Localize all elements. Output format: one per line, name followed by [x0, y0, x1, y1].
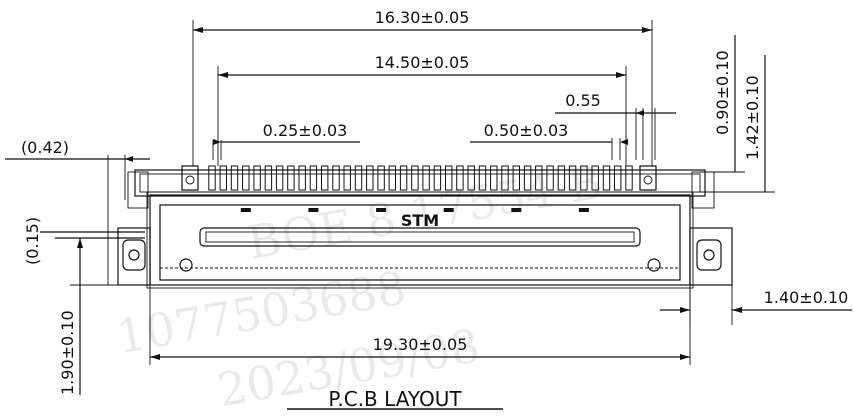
signal-pad — [242, 165, 250, 191]
pad-terminal — [511, 208, 522, 212]
signal-pad — [354, 165, 363, 191]
pad-terminal — [308, 208, 319, 212]
signal-pad — [332, 165, 340, 191]
signal-pad — [366, 165, 374, 191]
alignment-hole-right — [647, 258, 661, 272]
dim-pad-width: 0.25±0.03 — [212, 121, 360, 160]
signal-pad — [557, 165, 566, 191]
signal-pad — [219, 165, 228, 191]
signal-pad — [309, 165, 318, 191]
right-side-label: 1.40±0.10 — [764, 288, 849, 307]
pad-terminals — [240, 208, 589, 212]
pad-terminal — [240, 208, 251, 212]
dim-inner-width: 14.50±0.05 — [217, 53, 627, 166]
signal-pad — [478, 165, 487, 191]
signal-pad — [580, 165, 588, 191]
signal-pad — [411, 165, 419, 191]
dim-pitch: 0.50±0.03 — [470, 121, 628, 160]
end-pad-right — [639, 165, 657, 191]
left-offset-label: (0.42) — [21, 138, 69, 157]
signal-pad — [343, 165, 351, 191]
signal-pad — [535, 165, 543, 191]
signal-pad — [512, 165, 520, 191]
signal-pad — [445, 165, 453, 191]
signal-pad — [388, 165, 397, 191]
right-top-label: 0.90±0.10 — [713, 50, 732, 135]
signal-pad — [230, 165, 239, 191]
signal-pad — [568, 165, 577, 191]
dim-bottom-width: 19.30±0.05 — [149, 285, 691, 365]
signal-pad — [456, 165, 464, 191]
pitch-label: 0.50±0.03 — [484, 121, 569, 140]
signal-pad — [264, 165, 273, 191]
mount-hole-right — [703, 249, 715, 261]
layout-title: P.C.B LAYOUT — [328, 387, 462, 411]
pad-width-label: 0.25±0.03 — [263, 121, 348, 140]
left-small-label: (0.15) — [23, 217, 42, 265]
inner-width-label: 14.50±0.05 — [375, 53, 470, 72]
dim-outer-width: 16.30±0.05 — [192, 8, 653, 166]
signal-pad — [614, 165, 622, 191]
left-height-label: 1.90±0.10 — [58, 310, 77, 395]
end-pad-left — [181, 165, 199, 191]
signal-pad — [422, 165, 430, 191]
signal-pad — [377, 165, 385, 191]
dim-right-side: 1.40±0.10 — [660, 285, 852, 325]
signal-pad — [501, 165, 509, 191]
signal-pad — [298, 165, 306, 191]
bottom-width-label: 19.30±0.05 — [373, 335, 468, 354]
signal-pad — [275, 165, 284, 191]
signal-pad — [490, 165, 498, 191]
signal-pad — [546, 165, 554, 191]
signal-pad — [625, 165, 633, 191]
mount-hole-left — [128, 249, 140, 261]
signal-pad — [523, 165, 532, 191]
alignment-hole-left — [179, 258, 193, 272]
signal-pad — [399, 165, 408, 191]
dim-right-top2: 1.42±0.10 — [700, 55, 775, 193]
stm-label: STM — [401, 211, 439, 230]
signal-pad — [467, 165, 475, 191]
signal-pad — [287, 165, 295, 191]
pad-terminal — [578, 208, 589, 212]
mount-tab-right — [689, 171, 733, 286]
signal-pad — [591, 165, 599, 191]
pad-gap-label: 0.55 — [565, 91, 601, 110]
mount-tab-left — [117, 171, 151, 286]
dim-left-offset: (0.42) — [5, 138, 150, 285]
right-top2-label: 1.42±0.10 — [743, 75, 762, 160]
signal-pads — [208, 165, 633, 191]
signal-pad — [602, 165, 611, 191]
pad-terminal — [376, 208, 387, 212]
signal-pad — [208, 165, 216, 191]
outer-width-label: 16.30±0.05 — [375, 8, 470, 27]
signal-pad — [253, 165, 261, 191]
pad-terminal — [443, 208, 454, 212]
signal-pad — [433, 165, 442, 191]
dim-pad-gap: 0.55 — [555, 91, 676, 160]
signal-pad — [321, 165, 329, 191]
